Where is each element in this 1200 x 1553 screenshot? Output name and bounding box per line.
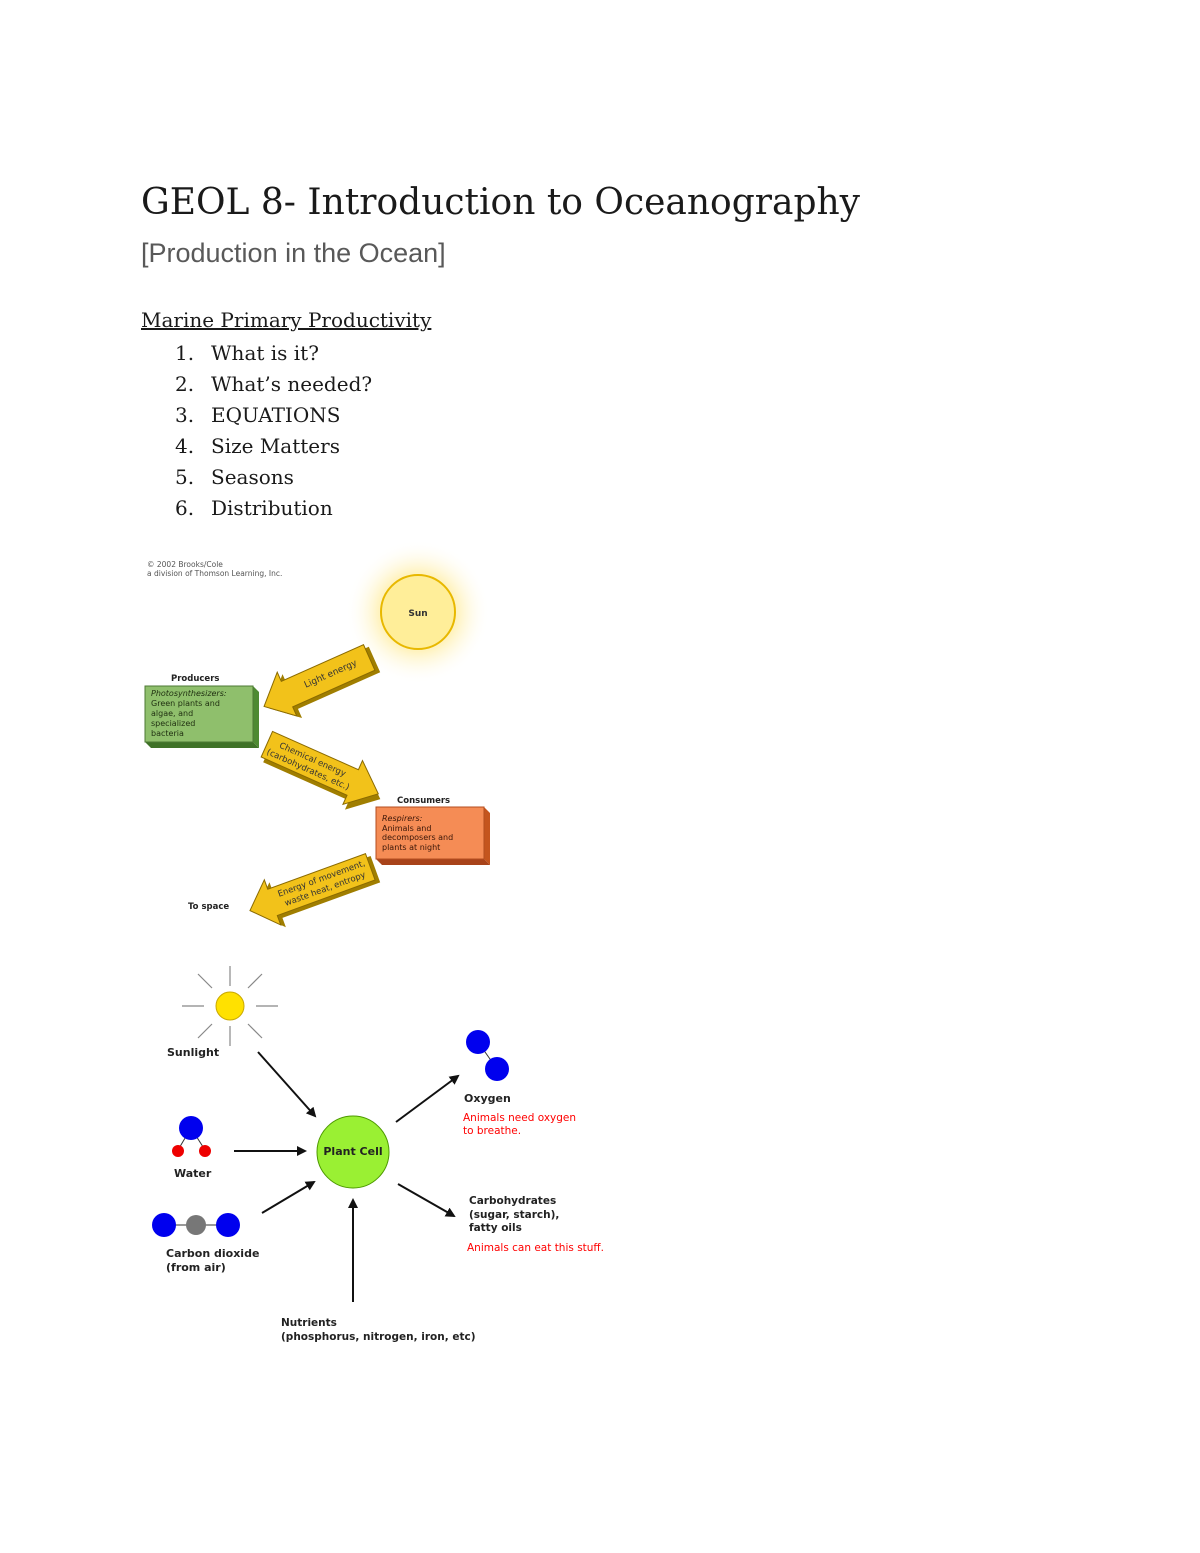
outline-text: Seasons xyxy=(211,465,294,489)
carbohydrates-note: Animals can eat this stuff. xyxy=(467,1242,604,1254)
producers-heading: Producers xyxy=(171,674,219,684)
producers-line: algae, and xyxy=(151,709,193,718)
producers-line: Green plants and xyxy=(151,699,220,708)
consumers-box-side xyxy=(484,807,490,865)
movement-energy-arrow-group: Energy of movement, waste heat, entropy xyxy=(249,852,381,928)
producers-box xyxy=(144,685,254,743)
outline-text: Distribution xyxy=(211,496,333,520)
water-molecule-icon xyxy=(172,1116,211,1157)
outline-number: 3. xyxy=(175,403,195,427)
oxygen-molecule-icon xyxy=(466,1030,509,1081)
carbohydrates-label-2: (sugar, starch), xyxy=(469,1209,559,1221)
carbohydrates-label-1: Carbohydrates xyxy=(469,1195,556,1207)
sun-label: Sun xyxy=(408,609,427,619)
movement-energy-arrow-icon xyxy=(249,852,376,926)
document-title: GEOL 8- Introduction to Oceanography xyxy=(141,182,861,223)
consumers-heading: Consumers xyxy=(397,796,450,806)
outline-text: EQUATIONS xyxy=(211,403,341,427)
outline-text: What is it? xyxy=(211,341,319,365)
oxygen-note-2: to breathe. xyxy=(463,1125,521,1137)
producers-line: Photosynthesizers: xyxy=(151,689,227,698)
producers-line: specialized xyxy=(151,719,195,728)
outline-number: 5. xyxy=(175,465,195,489)
section-heading: Marine Primary Productivity xyxy=(141,308,432,332)
light-energy-arrow-icon xyxy=(263,644,376,717)
outline-number: 4. xyxy=(175,434,195,458)
producers-box-side xyxy=(253,686,259,748)
consumers-box-bottom xyxy=(376,859,490,865)
producers-box-bottom xyxy=(145,742,259,748)
sunlight-label: Sunlight xyxy=(167,1046,219,1059)
outline-item: 2. What’s needed? xyxy=(175,369,372,400)
sunlight-icon xyxy=(182,966,278,1046)
to-space-label: To space xyxy=(188,902,229,912)
oxygen-arrow xyxy=(395,1074,460,1123)
oxygen-label: Oxygen xyxy=(464,1092,511,1105)
water-label: Water xyxy=(174,1167,212,1180)
outline-number: 2. xyxy=(175,372,195,396)
outline-number: 6. xyxy=(175,496,195,520)
consumers-line: Animals and xyxy=(382,824,431,833)
carbohydrates-label-3: fatty oils xyxy=(469,1222,522,1234)
outline-text: What’s needed? xyxy=(211,372,373,396)
outline-item: 4. Size Matters xyxy=(175,431,372,462)
copyright-line-1: © 2002 Brooks/Cole xyxy=(147,560,223,569)
outline-item: 3. EQUATIONS xyxy=(175,400,372,431)
document-subtitle: [Production in the Ocean] xyxy=(141,238,446,268)
copyright-line-2: a division of Thomson Learning, Inc. xyxy=(147,569,282,578)
carbon-dioxide-arrow xyxy=(261,1180,316,1214)
oxygen-note-1: Animals need oxygen xyxy=(463,1112,576,1124)
outline-number: 1. xyxy=(175,341,195,365)
nutrients-label-2: (phosphorus, nitrogen, iron, etc) xyxy=(281,1331,476,1343)
plant-cell-label: Plant Cell xyxy=(323,1145,382,1158)
outline-text: Size Matters xyxy=(211,434,340,458)
plant-cell-icon xyxy=(316,1115,390,1189)
carbon-dioxide-label-1: Carbon dioxide xyxy=(166,1247,259,1260)
nutrients-label-1: Nutrients xyxy=(281,1317,337,1329)
consumers-line: Respirers: xyxy=(382,814,423,823)
carbon-dioxide-molecule-icon xyxy=(152,1213,240,1237)
chemical-energy-arrow-icon xyxy=(260,730,379,806)
carbohydrates-arrow xyxy=(397,1183,456,1217)
consumers-line: plants at night xyxy=(382,843,440,852)
consumers-box xyxy=(375,806,485,860)
consumers-line: decomposers and xyxy=(382,833,453,842)
sunlight-arrow xyxy=(257,1051,317,1118)
topic-outline: 1. What is it? 2. What’s needed? 3. EQUATIO… xyxy=(175,338,372,524)
outline-item: 6. Distribution xyxy=(175,493,372,524)
sun-icon xyxy=(380,574,456,650)
carbon-dioxide-label-2: (from air) xyxy=(166,1261,226,1274)
outline-item: 5. Seasons xyxy=(175,462,372,493)
producers-line: bacteria xyxy=(151,729,184,738)
outline-item: 1. What is it? xyxy=(175,338,372,369)
